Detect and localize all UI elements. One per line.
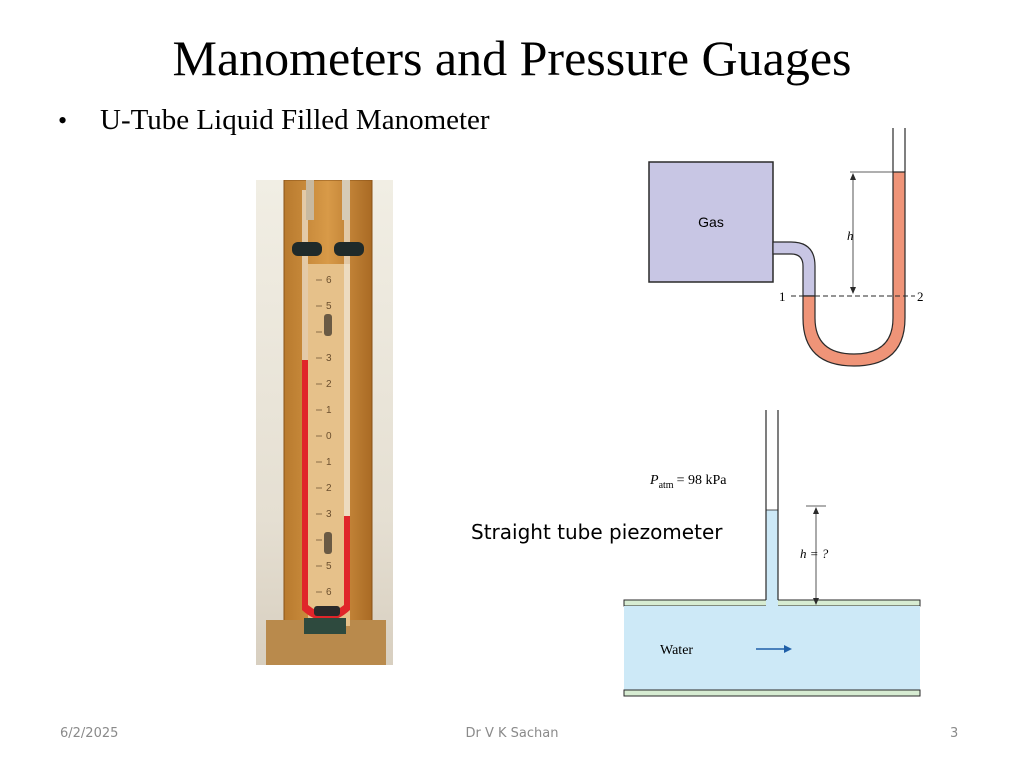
water-pipe (624, 606, 920, 690)
scale-ticks (316, 279, 322, 593)
footer-author: Dr V K Sachan (465, 726, 559, 741)
bullet-item: • U-Tube Liquid Filled Manometer (58, 104, 490, 137)
water-label: Water (660, 643, 693, 658)
scale-tick-label: 6 (326, 587, 332, 598)
bullet-symbol: • (58, 106, 68, 135)
scale-tick-label: 3 (326, 353, 332, 364)
bullet-text: U-Tube Liquid Filled Manometer (100, 104, 490, 136)
scale-tick-label: 5 (326, 301, 332, 312)
gas-label: Gas (698, 214, 724, 230)
utube-diagram: h Gas 1 2 (648, 128, 924, 367)
patm-label: Patm= 98 kPa (649, 473, 727, 491)
footer-date: 6/2/2025 (60, 726, 119, 741)
piezometer-caption: Straight tube piezometer (471, 520, 723, 544)
scale-tick-label: 1 (326, 457, 332, 468)
gas-tank (648, 161, 774, 283)
point-1-label: 1 (779, 289, 786, 304)
scale-tick-label: 5 (326, 561, 332, 572)
footer-page-number: 3 (950, 726, 959, 741)
scale-tick-label: 0 (326, 431, 332, 442)
scale-tick-label: 3 (326, 509, 332, 520)
scale-tick-label: 6 (326, 275, 332, 286)
piezo-height-label: h = ? (800, 546, 829, 561)
scale-tick-label: 2 (326, 379, 332, 390)
slide-title: Manometers and Pressure Guages (172, 30, 852, 86)
scale-tick-label: 2 (326, 483, 332, 494)
manometer-liquid (302, 360, 350, 621)
height-label: h (847, 228, 854, 243)
manometer-photo: 6 5 4 3 2 1 0 1 2 3 4 5 6 (256, 180, 393, 665)
point-2-label: 2 (917, 289, 924, 304)
manometer-liquid (802, 171, 906, 367)
scale-tick-label: 1 (326, 405, 332, 416)
piezometer-diagram: h = ? Patm= 98 kPa Water (623, 410, 921, 697)
